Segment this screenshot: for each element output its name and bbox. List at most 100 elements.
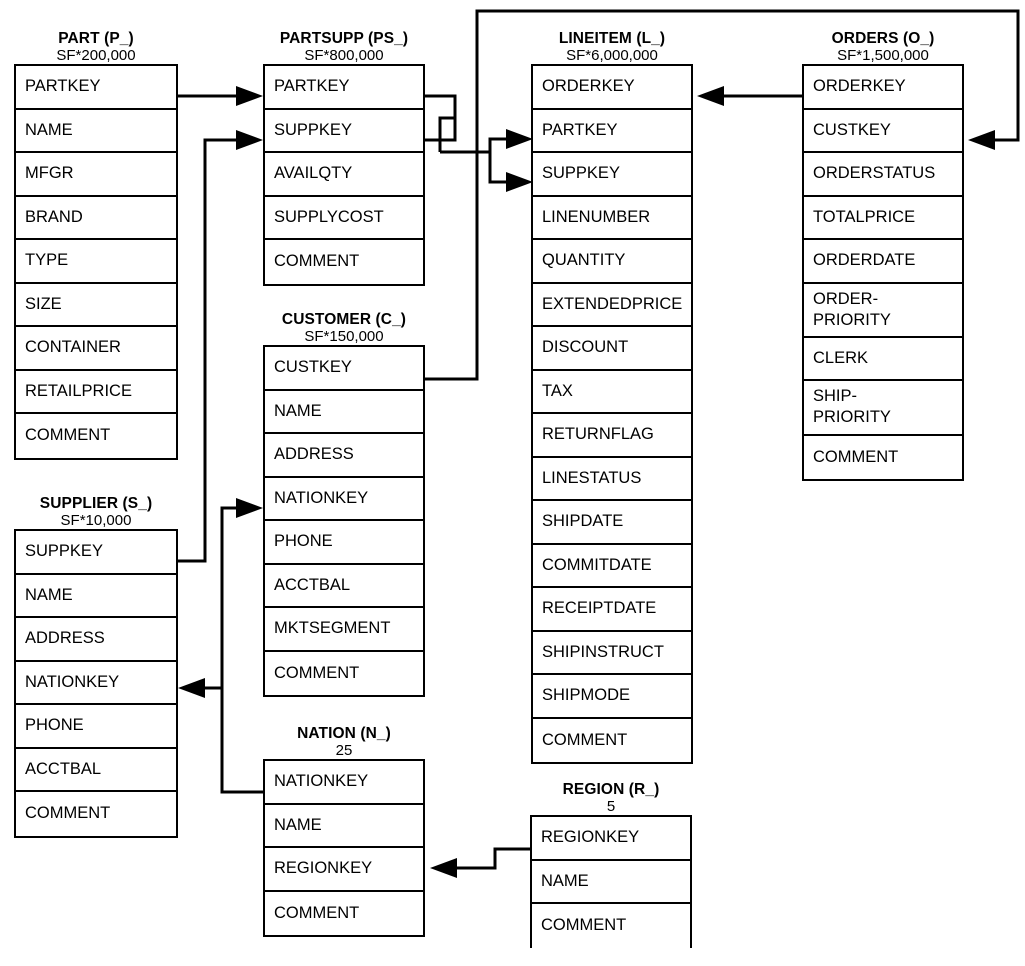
field-row[interactable]: NATIONKEY	[16, 661, 176, 705]
field-row[interactable]: SHIPDATE	[533, 501, 691, 545]
field-row[interactable]: ADDRESS	[16, 618, 176, 662]
field-row[interactable]: COMMENT	[16, 792, 176, 836]
field-label: COMMENT	[274, 903, 360, 922]
field-label: SUPPKEY	[542, 164, 620, 183]
field-row[interactable]: CLERK	[804, 337, 962, 382]
field-row[interactable]: SHIPMODE	[533, 675, 691, 719]
field-row[interactable]: ORDERKEY	[533, 66, 691, 110]
field-row[interactable]: COMMENT	[265, 240, 423, 284]
field-label: NAME	[274, 401, 322, 420]
field-row[interactable]: TOTALPRICE	[804, 196, 962, 240]
field-row[interactable]: CONTAINER	[16, 327, 176, 371]
field-label: TOTALPRICE	[813, 207, 916, 226]
field-row[interactable]: CUSTKEY	[804, 109, 962, 153]
field-label: NATIONKEY	[274, 772, 369, 791]
field-row[interactable]: RETURNFLAG	[533, 414, 691, 458]
field-row[interactable]: ORDER-PRIORITY	[804, 283, 962, 338]
connector-nation-customer-supplier	[178, 498, 263, 794]
field-row[interactable]: SHIPINSTRUCT	[533, 631, 691, 675]
field-row[interactable]: SUPPKEY	[16, 531, 176, 575]
field-row[interactable]: ORDERKEY	[804, 66, 962, 110]
field-label: COMMITDATE	[542, 555, 652, 574]
field-label: NAME	[25, 120, 73, 139]
field-label: RETAILPRICE	[25, 381, 132, 400]
field-row[interactable]: SUPPLYCOST	[265, 196, 423, 240]
field-row[interactable]: AVAILQTY	[265, 153, 423, 197]
field-label: TYPE	[25, 251, 69, 270]
field-row[interactable]: DISCOUNT	[533, 327, 691, 371]
field-label: SUPPKEY	[25, 542, 103, 561]
field-label-line: PRIORITY	[813, 310, 891, 329]
field-row[interactable]: NAME	[265, 804, 423, 848]
field-row[interactable]: BRAND	[16, 196, 176, 240]
field-row[interactable]: CUSTKEY	[265, 347, 423, 391]
field-label: LINESTATUS	[542, 468, 642, 487]
field-row[interactable]: LINESTATUS	[533, 457, 691, 501]
field-label: REGIONKEY	[274, 859, 373, 878]
field-row[interactable]: COMMENT	[16, 414, 176, 458]
field-label: ACCTBAL	[25, 759, 102, 778]
field-row[interactable]: ADDRESS	[265, 434, 423, 478]
table-cardinality-orders: SF*1,500,000	[837, 47, 929, 64]
field-label: COMMENT	[274, 663, 360, 682]
field-label: PHONE	[274, 532, 333, 551]
field-label: COMMENT	[274, 252, 360, 271]
field-row[interactable]: NAME	[265, 390, 423, 434]
field-row[interactable]: COMMENT	[265, 651, 423, 695]
field-label: SIZE	[25, 294, 62, 313]
field-row[interactable]: SHIP-PRIORITY	[804, 381, 962, 436]
connector-supplier-partsupp	[178, 130, 263, 563]
field-row[interactable]: COMMENT	[804, 435, 962, 480]
field-row[interactable]: REGIONKEY	[532, 817, 690, 861]
field-row[interactable]: PARTKEY	[265, 66, 423, 110]
table-title-nation: NATION (N_)	[297, 725, 391, 742]
field-row[interactable]: PARTKEY	[533, 109, 691, 153]
field-row[interactable]: PHONE	[16, 705, 176, 749]
field-row[interactable]: NAME	[16, 574, 176, 618]
field-row[interactable]: MFGR	[16, 153, 176, 197]
field-row[interactable]: COMMENT	[532, 904, 690, 948]
field-row[interactable]: PARTKEY	[16, 66, 176, 110]
field-row[interactable]: SUPPKEY	[533, 153, 691, 197]
field-row[interactable]: PHONE	[265, 521, 423, 565]
field-row[interactable]: TAX	[533, 370, 691, 414]
field-row[interactable]: SUPPKEY	[265, 109, 423, 153]
field-row[interactable]: LINENUMBER	[533, 196, 691, 240]
field-row[interactable]: ORDERSTATUS	[804, 153, 962, 197]
field-row[interactable]: MKTSEGMENT	[265, 608, 423, 652]
field-label: ADDRESS	[274, 445, 354, 464]
field-label: ADDRESS	[25, 629, 105, 648]
field-row[interactable]: NATIONKEY	[265, 761, 423, 805]
field-label: TAX	[542, 381, 573, 400]
table-title-customer: CUSTOMER (C_)	[281, 311, 407, 328]
table-title-partsupp: PARTSUPP (PS_)	[279, 30, 409, 47]
field-row[interactable]: COMMITDATE	[533, 544, 691, 588]
field-row[interactable]: REGIONKEY	[265, 848, 423, 892]
field-row[interactable]: ORDERDATE	[804, 240, 962, 284]
field-row[interactable]: ACCTBAL	[265, 564, 423, 608]
field-row[interactable]: NAME	[16, 109, 176, 153]
field-row[interactable]: SIZE	[16, 283, 176, 327]
field-row[interactable]: EXTENDEDPRICE	[533, 283, 691, 327]
field-row[interactable]: RETAILPRICE	[16, 370, 176, 414]
field-label: EXTENDEDPRICE	[542, 294, 683, 313]
field-row[interactable]: RECEIPTDATE	[533, 588, 691, 632]
table-cardinality-supplier: SF*10,000	[60, 512, 132, 529]
field-row[interactable]: COMMENT	[265, 891, 423, 935]
field-label: SUPPKEY	[274, 120, 352, 139]
field-row[interactable]: TYPE	[16, 240, 176, 284]
field-label: CUSTKEY	[813, 120, 891, 139]
table-cardinality-nation: 25	[335, 742, 353, 759]
field-row[interactable]: QUANTITY	[533, 240, 691, 284]
field-row[interactable]: ACCTBAL	[16, 748, 176, 792]
field-label: ORDERKEY	[813, 77, 906, 96]
field-row[interactable]: NATIONKEY	[265, 477, 423, 521]
field-label: SHIPINSTRUCT	[542, 642, 664, 661]
field-row[interactable]: NAME	[532, 860, 690, 904]
field-label: COMMENT	[813, 448, 899, 466]
field-row[interactable]: COMMENT	[533, 718, 691, 762]
